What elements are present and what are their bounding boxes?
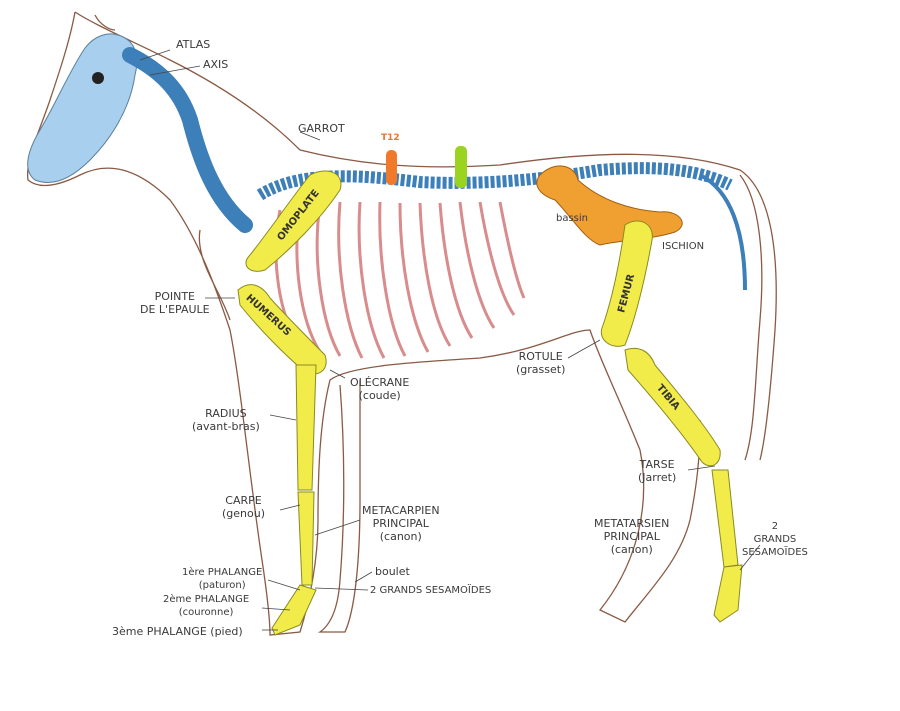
label-line: OLÉCRANE: [350, 376, 410, 389]
label-rotule: ROTULE(grasset): [516, 350, 565, 376]
label-t12: T12: [381, 133, 400, 143]
label-line: (canon): [379, 530, 422, 543]
label-line: GRANDS: [753, 534, 797, 545]
leader-lines: [139, 49, 761, 631]
label-line: ROTULE: [518, 350, 563, 363]
omoplate-bone: [245, 170, 342, 272]
marker-vertebra: [455, 146, 467, 188]
hind-phalanges: [713, 564, 743, 623]
fore-limb: [237, 170, 342, 636]
label-line: (couronne): [178, 607, 234, 618]
horse-outline: [26, 11, 777, 636]
label-line: PRINCIPAL: [603, 530, 660, 543]
label-radius: RADIUS(avant-bras): [192, 407, 260, 433]
label-line: RADIUS: [205, 407, 247, 420]
skull: [27, 33, 138, 183]
label-phalange2: 2ème PHALANGE (couronne): [163, 593, 249, 619]
label-line: 2ème PHALANGE: [163, 594, 250, 605]
label-line: METACARPIEN: [362, 504, 440, 517]
label-line: (avant-bras): [192, 420, 260, 433]
label-line: (Jarret): [638, 471, 677, 484]
radius-bone: [295, 364, 317, 491]
label-line: (genou): [222, 507, 266, 520]
label-sesamoides-front: 2 GRANDS SESAMOÏDES: [370, 585, 492, 596]
tail-vertebrae: [699, 173, 747, 291]
cervical-vertebrae: [122, 47, 253, 233]
label-line: 1ère PHALANGE: [182, 567, 263, 578]
label-line: (paturon): [198, 580, 246, 591]
label-line: PRINCIPAL: [372, 517, 429, 530]
pelvis-bone: [536, 165, 683, 246]
label-bassin: bassin: [556, 213, 589, 224]
tibia-bone: [624, 347, 721, 467]
t12-vertebra: [386, 150, 397, 185]
eye-socket: [92, 72, 104, 84]
rib-cage: [274, 201, 526, 359]
label-line: DE L'EPAULE: [140, 303, 210, 316]
hind-limb: [600, 220, 743, 623]
label-line: SESAMOÏDES: [742, 547, 808, 558]
label-line: (canon): [610, 543, 653, 556]
label-line: 2: [771, 521, 779, 532]
label-axis: AXIS: [203, 58, 229, 71]
label-line: (grasset): [516, 363, 566, 376]
label-phalange1: 1ère PHALANGE (paturon): [182, 566, 262, 592]
femur-bone: [600, 220, 653, 347]
label-carpe: CARPE(genou): [222, 494, 265, 520]
label-line: METATARSIEN: [594, 517, 670, 530]
label-boulet: boulet: [375, 565, 410, 578]
label-line: CARPE: [225, 494, 262, 507]
metacarpal-bone: [297, 491, 315, 586]
label-atlas: ATLAS: [176, 38, 211, 51]
label-line: POINTE: [154, 290, 196, 303]
label-phalange3: 3ème PHALANGE (pied): [112, 625, 243, 638]
humerus-bone: [237, 284, 327, 375]
label-tarse: TARSE(Jarret): [638, 458, 676, 484]
label-ischion: ISCHION: [662, 241, 705, 252]
label-olecrane: OLÉCRANE(coude): [350, 376, 409, 402]
front-phalanges: [271, 584, 317, 636]
metatarsal-bone: [711, 469, 739, 568]
label-line: TARSE: [639, 458, 675, 471]
label-line: (coude): [358, 389, 401, 402]
label-garrot: GARROT: [298, 122, 345, 135]
